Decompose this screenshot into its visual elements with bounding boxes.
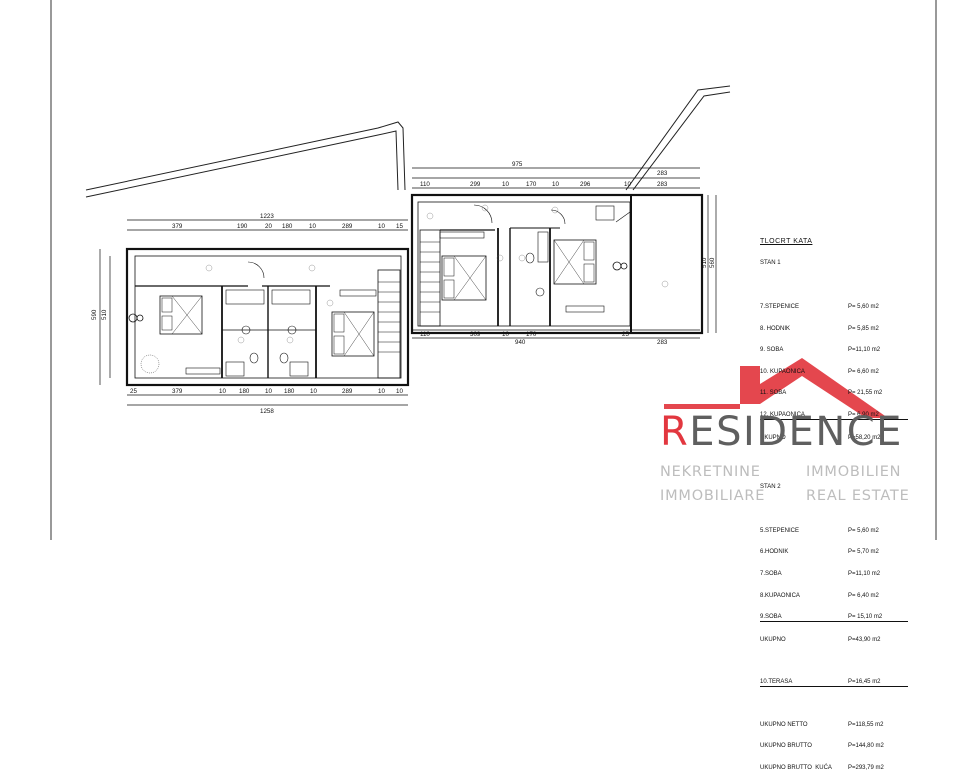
brand-tag: NEKRETNINE <box>660 464 761 480</box>
dim-label: 20 <box>265 223 272 230</box>
dim-label: 309 <box>470 331 481 338</box>
dimension-labels: 1223 379 190 20 180 10 289 10 15 25 379 … <box>91 161 716 415</box>
floor-plan-drawing: 1223 379 190 20 180 10 289 10 15 25 379 … <box>50 0 937 540</box>
dim-side-right: 560 <box>709 257 716 268</box>
dim-label: 940 <box>515 339 526 346</box>
dim-label: 170 <box>526 331 537 338</box>
right-unit <box>410 193 704 335</box>
dim-side-left: 590 <box>91 309 98 320</box>
brand-tag: IMMOBILIEN <box>806 464 902 480</box>
dim-label: 110 <box>420 181 430 188</box>
dim-label: 25 <box>130 388 137 395</box>
brand-initial: R <box>660 409 690 455</box>
dimension-lines <box>99 167 717 406</box>
dim-label: 10 <box>265 388 272 395</box>
dim-label: 10 <box>502 331 509 338</box>
dim-top-right-total: 975 <box>512 161 523 168</box>
brand-tag: IMMOBILIARE <box>660 488 766 504</box>
dim-label: 10 <box>396 388 403 395</box>
logo-roof-mark <box>664 358 888 418</box>
dim-label: 180 <box>282 223 293 230</box>
dim-label: 10 <box>378 388 385 395</box>
dim-label: 15 <box>396 223 403 230</box>
dim-label: 10 <box>310 388 317 395</box>
dim-top-left-total: 1223 <box>260 213 274 220</box>
dim-label: 170 <box>526 181 537 188</box>
dim-label: 10 <box>378 223 385 230</box>
left-unit <box>125 247 410 387</box>
dim-label: 10 <box>219 388 226 395</box>
brand-rest: ESIDENCE <box>689 409 903 455</box>
brand-wordmark: RESIDENCE <box>660 408 903 456</box>
dim-label: 10 <box>624 181 631 188</box>
stan1-title: STAN 1 <box>760 260 781 267</box>
room-labels <box>205 204 669 344</box>
dim-label: 110 <box>420 331 430 338</box>
dim-side-right: 510 <box>701 257 708 268</box>
dim-label: 289 <box>342 388 353 395</box>
dim-label: 379 <box>172 388 183 395</box>
dim-label: 10 <box>309 223 316 230</box>
dim-label: 10 <box>552 181 559 188</box>
dim-label: 379 <box>172 223 183 230</box>
dim-label: 180 <box>239 388 250 395</box>
dim-label: 296 <box>580 181 591 188</box>
dim-label: 25 <box>622 331 629 338</box>
stan2-title: STAN 2 <box>760 483 781 490</box>
dim-label: 283 <box>657 339 668 346</box>
dim-label: 299 <box>470 181 481 188</box>
brand-tag: REAL ESTATE <box>806 488 910 504</box>
site-outline <box>85 85 731 198</box>
dim-label: 180 <box>284 388 295 395</box>
dim-side-left: 510 <box>101 309 108 320</box>
dim-label: 190 <box>237 223 248 230</box>
dim-label: 289 <box>342 223 353 230</box>
dim-label: 283 <box>657 170 668 177</box>
dim-label: 283 <box>657 181 668 188</box>
dim-label: 10 <box>502 181 509 188</box>
legend-title: TLOCRT KATA <box>760 238 813 246</box>
dim-bottom-left-total: 1258 <box>260 408 274 415</box>
